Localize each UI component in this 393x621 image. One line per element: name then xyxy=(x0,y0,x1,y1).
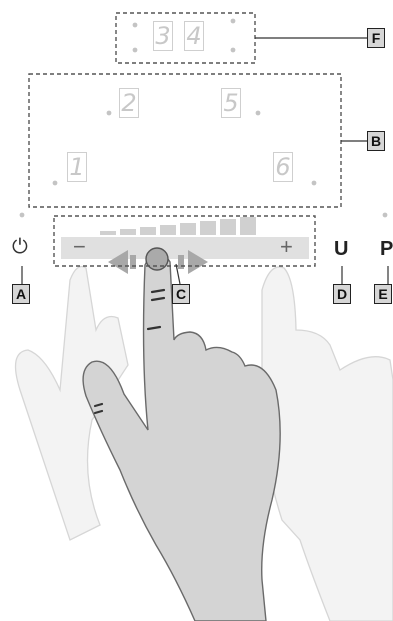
plus-button[interactable]: + xyxy=(280,234,293,260)
frame-zones xyxy=(29,74,341,207)
callout-e: E xyxy=(374,284,392,304)
u-key[interactable]: U xyxy=(334,238,348,261)
display-digit-left: 3 xyxy=(153,21,173,51)
zone-1-indicator: 1 xyxy=(67,152,87,182)
minus-button[interactable]: − xyxy=(73,234,86,260)
callout-b: B xyxy=(367,131,385,151)
display-digit-right: 4 xyxy=(184,21,204,51)
zone-5-indicator: 5 xyxy=(221,88,241,118)
power-icon[interactable]: ⏻ xyxy=(12,236,28,259)
slider-track xyxy=(61,237,309,259)
zone-2-indicator: 2 xyxy=(119,88,139,118)
callout-f: F xyxy=(367,28,385,48)
slider-level-bars xyxy=(100,217,256,235)
hand-pointing xyxy=(83,252,280,621)
callout-a: A xyxy=(12,284,30,304)
callout-c: C xyxy=(172,284,190,304)
zone-6-indicator: 6 xyxy=(273,152,293,182)
callout-d: D xyxy=(333,284,351,304)
ghost-hand-right xyxy=(262,267,393,621)
p-key[interactable]: P xyxy=(380,238,393,261)
